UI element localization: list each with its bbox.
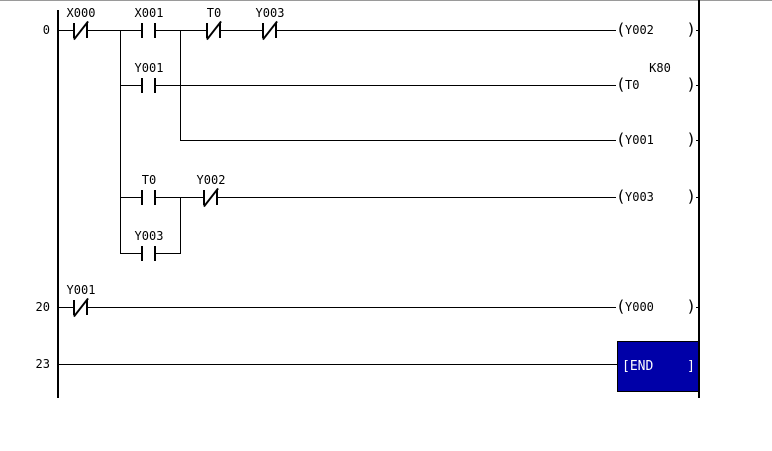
wire-y003-coil-branch (120, 197, 699, 198)
device-label-y003: Y003 (255, 6, 285, 20)
device-label-y003-2: Y003 (134, 229, 164, 243)
pane-top-border (0, 0, 772, 1)
contact-bar (262, 23, 264, 38)
contact-x001-no[interactable] (141, 22, 156, 39)
coil-close-paren: ) (686, 19, 696, 39)
contact-bar (86, 300, 88, 315)
wire-rung20-main (59, 307, 699, 308)
contact-t0-no[interactable] (141, 189, 156, 206)
contact-bar (206, 23, 208, 38)
contact-bar (73, 300, 75, 315)
left-power-rail (57, 10, 59, 398)
coil-close-paren: ) (686, 296, 696, 316)
contact-bar (154, 246, 156, 261)
coil-open-paren: ( (616, 19, 626, 39)
end-instruction-bracket: ] (687, 359, 695, 374)
contact-bar (141, 23, 143, 38)
coil-close-paren: ) (686, 74, 696, 94)
coil-device-label: T0 (625, 78, 640, 92)
wire-y001-coil-branch (180, 140, 699, 141)
contact-y003-nc[interactable] (262, 20, 278, 41)
coil-y000[interactable]: ( Y000 ) (616, 298, 696, 316)
rung-number-0: 0 (42, 23, 50, 37)
contact-bar (216, 190, 218, 205)
coil-y003[interactable]: ( Y003 ) (616, 188, 696, 206)
coil-device-label: Y003 (625, 190, 654, 204)
device-label-y001-2: Y001 (66, 283, 96, 297)
branch-wire-left (120, 30, 121, 254)
device-label-y001: Y001 (134, 61, 164, 75)
rung-number-20: 20 (35, 300, 50, 314)
coil-open-paren: ( (616, 129, 626, 149)
contact-bar (154, 78, 156, 93)
coil-device-label: Y002 (625, 23, 654, 37)
contact-bar (141, 246, 143, 261)
wire-rung23-main (59, 364, 699, 365)
contact-bar (154, 190, 156, 205)
wire-rung0-main (59, 30, 699, 31)
contact-y001-no[interactable] (141, 77, 156, 94)
coil-y002[interactable]: ( Y002 ) (616, 21, 696, 39)
contact-x000-nc[interactable] (73, 20, 89, 41)
coil-device-label: Y001 (625, 133, 654, 147)
contact-bar (141, 78, 143, 93)
device-label-x000: X000 (66, 6, 96, 20)
contact-bar (73, 23, 75, 38)
contact-bar (203, 190, 205, 205)
coil-open-paren: ( (616, 296, 626, 316)
coil-open-paren: ( (616, 74, 626, 94)
branch-wire-merge-upper (180, 30, 181, 141)
device-label-y002: Y002 (196, 173, 226, 187)
right-power-rail (698, 0, 700, 398)
coil-close-paren: ) (686, 186, 696, 206)
rung-number-23: 23 (35, 357, 50, 371)
device-label-t0: T0 (206, 6, 222, 20)
coil-close-paren: ) (686, 129, 696, 149)
contact-bar (219, 23, 221, 38)
timer-constant-label: K80 (649, 61, 671, 75)
device-label-x001: X001 (134, 6, 164, 20)
contact-bar (154, 23, 156, 38)
coil-open-paren: ( (616, 186, 626, 206)
device-label-t0-2: T0 (141, 173, 157, 187)
coil-y001[interactable]: ( Y001 ) (616, 131, 696, 149)
contact-bar (275, 23, 277, 38)
coil-t0[interactable]: ( T0 ) (616, 76, 696, 94)
contact-y002-nc[interactable] (203, 187, 219, 208)
contact-y003-no[interactable] (141, 245, 156, 262)
contact-y001-nc[interactable] (73, 297, 89, 318)
branch-wire-merge-lower (180, 197, 181, 254)
coil-device-label: Y000 (625, 300, 654, 314)
contact-bar (86, 23, 88, 38)
contact-t0-nc[interactable] (206, 20, 222, 41)
wire-t0-coil-branch (120, 85, 699, 86)
contact-bar (141, 190, 143, 205)
end-instruction-label: [END (622, 359, 654, 374)
end-instruction[interactable]: [END ] (617, 341, 699, 392)
